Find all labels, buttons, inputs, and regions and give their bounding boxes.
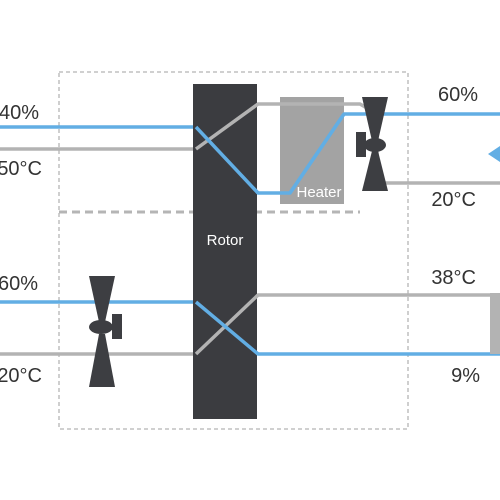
unit-enclosure (58, 71, 409, 430)
heater-block (280, 97, 344, 204)
rotor-label: Rotor (207, 232, 244, 249)
heater-crossing-supply (288, 113, 346, 194)
top-fan-icon (356, 97, 388, 191)
rotor-crossing-bottom-return (194, 293, 260, 356)
rotor-crossing-top-supply (194, 125, 260, 195)
bottom-fan-icon (89, 276, 122, 387)
bottom-inlet-humidity: 60% (0, 273, 38, 295)
bottom-outlet-humidity: 9% (451, 365, 480, 387)
rotor-block (193, 84, 257, 419)
bottom-inlet-temperature: 20°C (0, 365, 42, 387)
top-inlet-humidity: 40% (0, 102, 39, 124)
arrow-left-icon (488, 146, 500, 162)
side-bar (490, 293, 500, 354)
top-inlet-temperature: 50°C (0, 158, 42, 180)
rotor-crossing-bottom-supply (194, 300, 260, 356)
rotor-crossing-top-return (194, 102, 260, 151)
heater-label: Heater (296, 184, 341, 201)
top-outlet-humidity: 60% (438, 84, 478, 106)
bottom-outlet-temperature: 38°C (431, 267, 476, 289)
top-outlet-temperature: 20°C (431, 189, 476, 211)
